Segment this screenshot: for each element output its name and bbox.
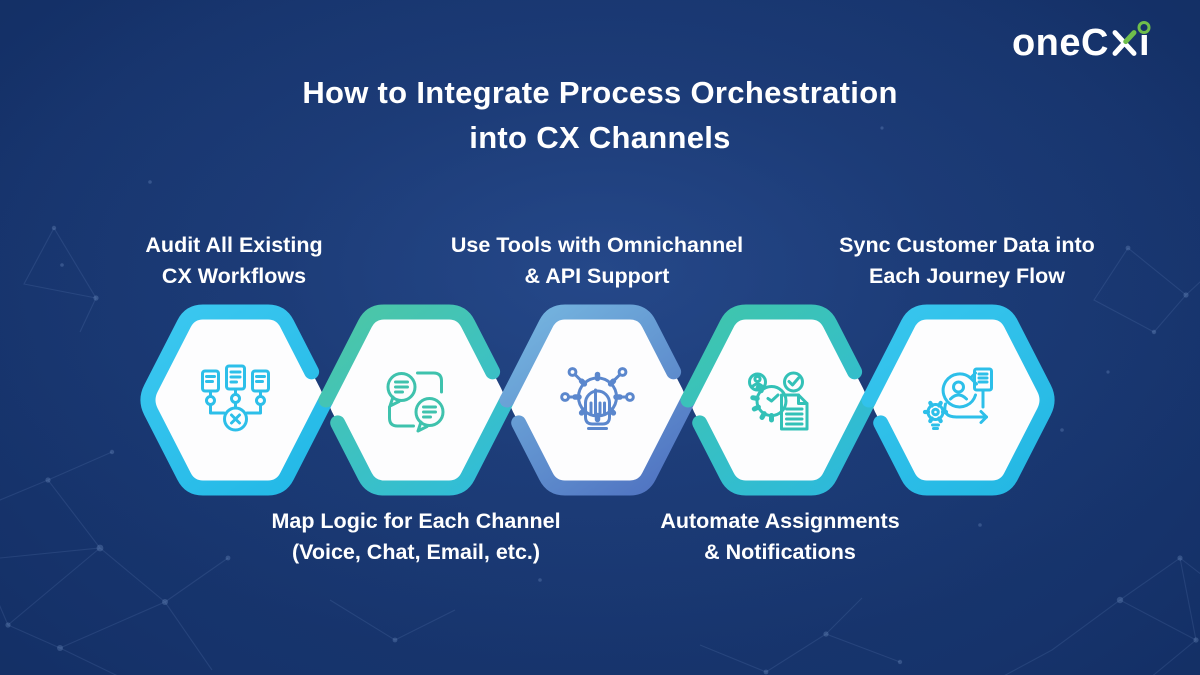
workflow-audit-icon (201, 364, 270, 432)
automation-tasks-icon (748, 371, 809, 431)
hexagon-border (330, 392, 515, 496)
channel-chat-icon (386, 371, 445, 433)
step-3-label: Use Tools with Omnichannel & API Support (450, 233, 744, 288)
step-5-label: Sync Customer Data into Each Journey Flo… (839, 233, 1095, 288)
hexagon-border (140, 304, 334, 496)
journey-sync-icon (922, 367, 993, 430)
hexagon-body (690, 312, 867, 488)
title-line-2: into CX Channels (469, 120, 731, 155)
page-title: How to Integrate Process Orchestration i… (0, 70, 1200, 160)
step-4-label: Automate Assignments & Notifications (660, 509, 900, 564)
logo-x-glyph (1112, 30, 1137, 56)
hexagon-border (692, 392, 877, 496)
hexagon-border (861, 304, 1055, 496)
step-1-label: Audit All Existing CX Workflows (145, 233, 323, 288)
gear-hand-icon (560, 367, 635, 430)
step-2-label: Map Logic for Each Channel (Voice, Chat,… (271, 509, 561, 564)
hexagon-body (147, 312, 324, 488)
logo-i-dot-icon (1137, 21, 1151, 34)
hexagon-border (499, 304, 682, 408)
logo-i-glyph: ı (1137, 21, 1151, 64)
hexagon-border (318, 304, 501, 408)
hexagon-border (680, 304, 863, 408)
hexagon-border (511, 392, 696, 496)
brand-logo: oneC ı (1011, 21, 1151, 65)
hexagon-body (328, 312, 505, 488)
logo-text: oneC (1011, 22, 1109, 64)
hexagon-body (871, 312, 1048, 488)
title-line-1: How to Integrate Process Orchestration (302, 75, 898, 110)
hexagon-body (509, 312, 686, 488)
